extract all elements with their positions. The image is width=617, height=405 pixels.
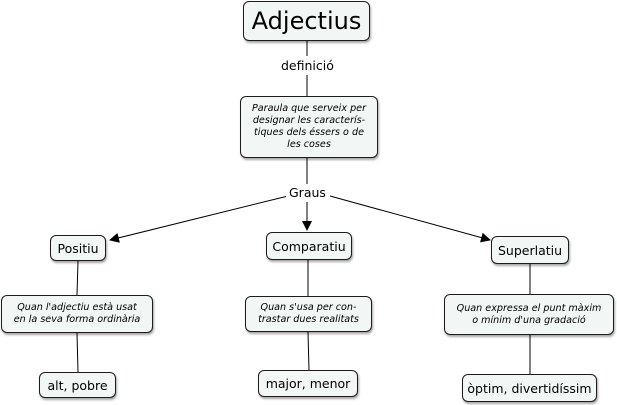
concept-superlatiu: Superlatiu [491,236,569,264]
positiu-desc-line-2: en la seva forma ordinària [13,314,141,325]
arrow-to-superlatiu [329,195,491,243]
definition-line-2: designar les caracterís- [252,115,366,126]
superlatiu-title: Superlatiu [497,242,563,258]
linking-phrase-definicio: definició [278,58,337,74]
concept-positiu: Positiu [50,235,106,261]
root-concept: Adjectius [243,1,370,41]
comparatiu-title: Comparatiu [272,238,346,254]
superlatiu-example: òptim, divertidíssim [462,374,597,402]
definition-box: Paraula que serveix per designar les car… [240,96,378,158]
positiu-description: Quan l'adjectiu està usat en la seva for… [1,295,153,333]
positiu-example: alt, pobre [39,372,116,398]
concept-comparatiu: Comparatiu [266,232,352,260]
root-title: Adjectius [251,7,362,35]
comparatiu-example-text: major, menor [265,376,351,391]
comparatiu-example: major, menor [258,370,358,397]
comparatiu-desc-line-1: Quan s'usa per con- [260,302,357,313]
linking-phrase-graus: Graus [286,185,329,201]
arrow-to-positiu [109,195,289,243]
superlatiu-description: Quan expressa el punt màxim o mínim d'un… [444,294,614,335]
line-comparatiu-desc-to-example [307,331,310,371]
positiu-title: Positiu [57,240,99,256]
superlatiu-desc-line-1: Quan expressa el punt màxim [456,302,602,314]
line-positiu-desc-to-example [76,332,79,373]
line-positiu-to-desc [76,260,79,296]
superlatiu-desc-line-2: o mínim d'una gradació [472,314,586,326]
definition-line-1: Paraula que serveix per [251,103,367,114]
superlatiu-example-text: òptim, divertidíssim [467,380,592,396]
comparatiu-desc-line-2: trastar dues realitats [258,314,359,325]
comparatiu-description: Quan s'usa per con- trastar dues realita… [245,296,372,332]
positiu-desc-line-1: Quan l'adjectiu està usat [17,302,137,313]
positiu-example-text: alt, pobre [47,377,108,393]
definition-line-4: les coses [287,139,331,150]
definition-line-3: tiques dels éssers o de [254,127,364,138]
